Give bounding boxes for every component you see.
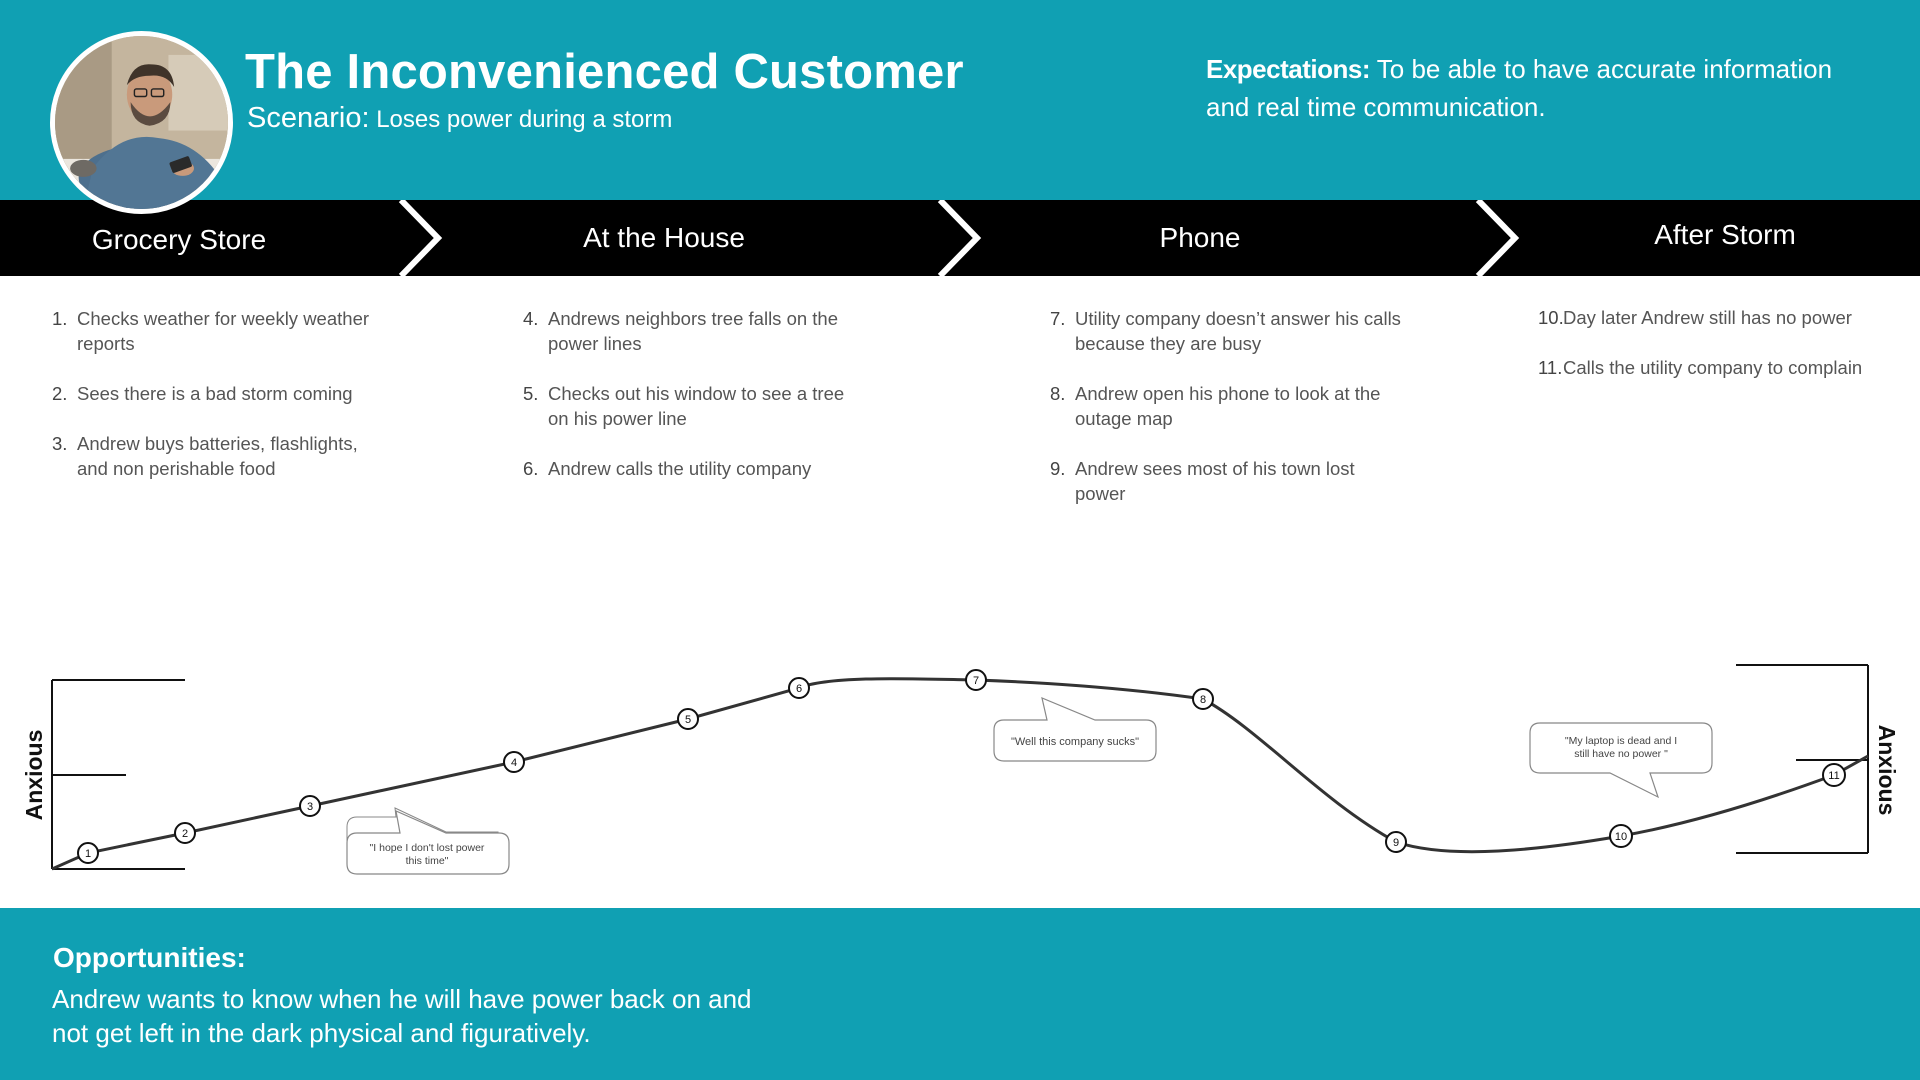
chevron-1-icon [398,200,443,276]
svg-text:11: 11 [1828,770,1839,782]
point-3: 3 [299,795,321,817]
svg-text:10: 10 [1615,831,1627,843]
expectations-label: Expectations: [1206,54,1371,84]
quote-bubble-1: "I hope I don't lost power this time" [346,807,510,875]
quote-2-line-1: "Well this company sucks" [1011,736,1139,748]
svg-text:2: 2 [182,828,188,840]
list-item: 4.Andrews neighbors tree falls on the po… [523,308,839,354]
page-title: The Inconvenienced Customer [245,45,964,99]
steps-grocery-store: 1.Checks weather for weekly weather repo… [52,306,382,506]
point-9: 9 [1385,831,1407,853]
list-item: 1.Checks weather for weekly weather repo… [52,308,370,354]
list-item: 9.Andrew sees most of his town lost powe… [1050,458,1355,504]
list-item: 7.Utility company doesn’t answer his cal… [1050,308,1401,354]
list-item: 3.Andrew buys batteries, flashlights, an… [52,433,358,479]
svg-text:5: 5 [685,714,691,726]
svg-text:1: 1 [85,848,91,860]
svg-text:3: 3 [307,801,313,813]
scenario-line: Scenario: Loses power during a storm [247,102,672,135]
scenario-label: Scenario: [247,102,370,134]
left-axis-bracket [51,679,185,870]
emotion-journey: Anxious Anxious "I hope I don't lost pow… [21,664,1900,875]
list-item: 11.Calls the utility company to complain [1538,357,1863,378]
opportunities-label: Opportunities: [53,942,246,973]
point-1: 1 [77,842,99,864]
point-6: 6 [788,677,810,699]
svg-text:7: 7 [973,675,979,687]
list-item: 5.Checks out his window to see a tree on… [523,383,845,429]
list-item: 6.Andrew calls the utility company [523,458,812,479]
stage-band [0,200,1920,276]
quote-3-line-1: "My laptop is dead and I [1565,735,1677,747]
svg-text:4: 4 [511,757,517,769]
axis-label-right: Anxious [1874,725,1900,816]
expectations-text: To be able to have accurate information … [1206,54,1833,122]
persona-avatar [50,31,233,214]
svg-text:8: 8 [1200,694,1206,706]
chevron-2-icon [937,200,982,276]
steps-after-storm: 10.Day later Andrew still has no power 1… [1538,305,1898,405]
scenario-text: Loses power during a storm [376,106,673,133]
point-5: 5 [677,708,699,730]
point-4: 4 [503,751,525,773]
stage-phone: Phone [1159,222,1241,253]
chevron-3-icon [1475,200,1520,276]
list-item: 10.Day later Andrew still has no power [1538,307,1852,328]
point-10: 10 [1609,824,1633,848]
list-item: 2.Sees there is a bad storm coming [52,383,353,404]
opportunities-text: Andrew wants to know when he will have p… [52,984,752,1048]
quote-3-line-2: still have no power " [1574,748,1668,760]
steps-at-the-house: 4.Andrews neighbors tree falls on the po… [523,306,853,506]
point-2: 2 [174,822,196,844]
journey-curve [51,677,1869,871]
stage-chevrons [398,200,1520,276]
quote-bubble-3: "My laptop is dead and I still have no p… [1529,722,1713,799]
svg-text:9: 9 [1393,837,1399,849]
axis-label-left: Anxious [21,730,47,821]
point-7: 7 [965,669,987,691]
quote-bubble-2: "Well this company sucks" [993,697,1157,762]
stage-after-storm: After Storm [1654,219,1796,250]
opportunities-band [0,908,1920,1080]
stage-at-the-house: At the House [583,222,745,253]
steps-phone: 7.Utility company doesn’t answer his cal… [1050,306,1410,531]
list-item: 8.Andrew open his phone to look at the o… [1050,383,1381,429]
expectations: Expectations: To be able to have accurat… [1206,50,1856,126]
svg-text:6: 6 [796,683,802,695]
point-11: 11 [1822,763,1846,787]
point-8: 8 [1192,688,1214,710]
persona-photo-icon [55,36,228,209]
quote-1-line-1: "I hope I don't lost power [370,842,485,854]
quote-1-line-2: this time" [406,855,449,867]
stage-grocery-store: Grocery Store [91,224,267,255]
right-axis-bracket [1736,664,1869,854]
header-band [0,0,1920,200]
